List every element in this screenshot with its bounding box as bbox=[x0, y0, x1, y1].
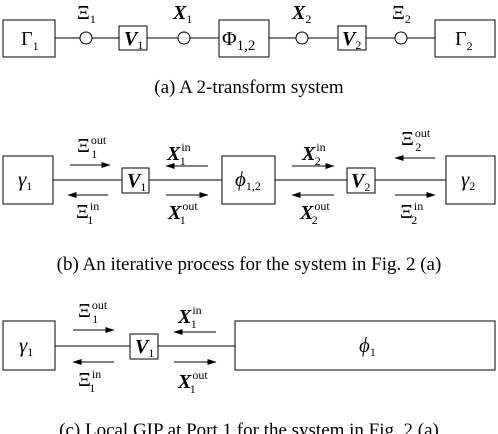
phi12-label: Φ1,2 bbox=[222, 28, 255, 54]
v1-label: V1 bbox=[124, 28, 143, 52]
x1-label: X1 bbox=[172, 2, 192, 26]
xi2-node bbox=[394, 31, 408, 45]
v2-label: V2 bbox=[351, 170, 370, 194]
phi12-label: ϕ1,2 bbox=[235, 167, 261, 193]
caption-b: (b) An iterative process for the system … bbox=[57, 254, 442, 275]
caption-a: (a) A 2-transform system bbox=[154, 77, 344, 98]
gamma1-label: Γ1 bbox=[21, 28, 39, 53]
gamma2-label: γ2 bbox=[461, 167, 475, 193]
phi12-box bbox=[218, 19, 270, 58]
v1-box bbox=[121, 167, 150, 194]
v1-box bbox=[129, 333, 159, 360]
x2-label: X2 bbox=[291, 2, 311, 26]
xi1-label: Ξ1 bbox=[77, 2, 96, 26]
v2-box bbox=[346, 167, 376, 194]
v1-label: V1 bbox=[135, 336, 154, 360]
x1-node bbox=[177, 31, 191, 45]
v1-box bbox=[118, 25, 148, 51]
xi1-node bbox=[79, 31, 93, 45]
v2-box bbox=[337, 25, 367, 51]
v2-label: V2 bbox=[342, 28, 361, 52]
phi1-box bbox=[234, 320, 496, 371]
caption-c: (c) Local GIP at Port 1 for the system i… bbox=[59, 420, 439, 434]
v1-label: V1 bbox=[127, 170, 146, 194]
phi1-label: ϕ1 bbox=[359, 333, 376, 359]
gamma1-box bbox=[2, 320, 56, 371]
panel-a: Γ1 Ξ1 V1 X1 Φ1,2 X2 V2 Ξ2 Γ2 (a) A 2-tra… bbox=[2, 2, 496, 98]
gamma1-box bbox=[2, 19, 56, 58]
gamma2-label: Γ2 bbox=[455, 28, 473, 53]
gamma2-box bbox=[445, 155, 496, 205]
gamma1-label: γ1 bbox=[18, 167, 32, 193]
xi2-label: Ξ2 bbox=[392, 2, 411, 26]
gamma2-box bbox=[434, 19, 496, 58]
x2-node bbox=[295, 31, 309, 45]
gamma1-box bbox=[2, 155, 54, 205]
phi12-box bbox=[221, 155, 276, 205]
gamma1-label: γ1 bbox=[19, 333, 33, 359]
